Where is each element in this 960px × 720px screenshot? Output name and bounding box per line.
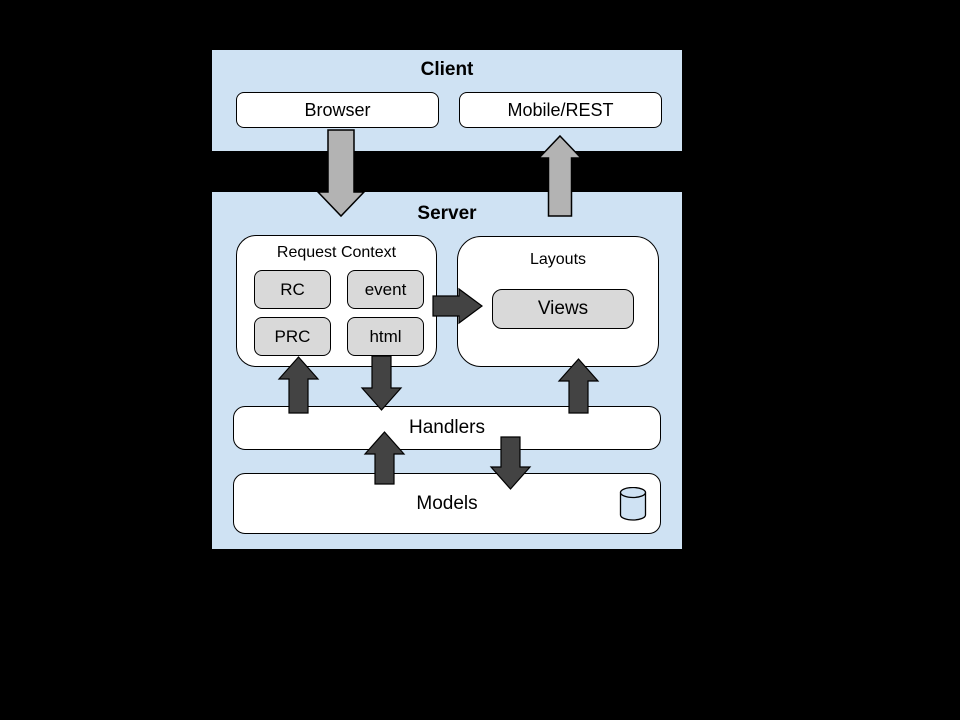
client-panel-title: Client xyxy=(420,59,474,80)
chip-html: html xyxy=(347,317,424,356)
arrow-request-context-to-handlers xyxy=(360,355,403,411)
client-panel: Client Browser Mobile/REST xyxy=(212,50,682,151)
request-context-title: Request Context xyxy=(276,244,397,261)
node-models: Models xyxy=(233,473,661,534)
chip-prc: PRC xyxy=(254,317,331,356)
database-cylinder-icon xyxy=(619,487,647,521)
node-models-label: Models xyxy=(416,492,478,514)
node-browser-label: Browser xyxy=(304,99,371,120)
node-mobile-rest: Mobile/REST xyxy=(459,92,662,128)
chip-rc-label: RC xyxy=(280,279,305,299)
request-context-box: Request Context RC event PRC html xyxy=(236,235,437,367)
chip-event: event xyxy=(347,270,424,309)
node-mobile-rest-label: Mobile/REST xyxy=(507,99,614,120)
arrow-models-to-handlers xyxy=(363,431,406,485)
arrow-handlers-to-layouts xyxy=(557,358,600,414)
arrow-server-to-mobile-rest xyxy=(537,134,583,217)
layouts-box: Layouts Views xyxy=(457,236,659,367)
layouts-title: Layouts xyxy=(529,251,587,268)
chip-html-label: html xyxy=(369,326,402,346)
chip-views: Views xyxy=(492,289,634,329)
arrow-browser-to-server xyxy=(316,129,366,218)
chip-prc-label: PRC xyxy=(274,326,311,346)
arrow-handlers-to-request-context xyxy=(277,356,320,414)
chip-views-label: Views xyxy=(537,298,589,319)
chip-rc: RC xyxy=(254,270,331,309)
node-handlers-label: Handlers xyxy=(408,417,486,438)
arrow-handlers-to-models xyxy=(489,436,532,490)
arrow-request-context-to-views xyxy=(432,287,484,325)
chip-event-label: event xyxy=(364,279,407,299)
server-panel-title: Server xyxy=(417,203,477,224)
node-browser: Browser xyxy=(236,92,439,128)
